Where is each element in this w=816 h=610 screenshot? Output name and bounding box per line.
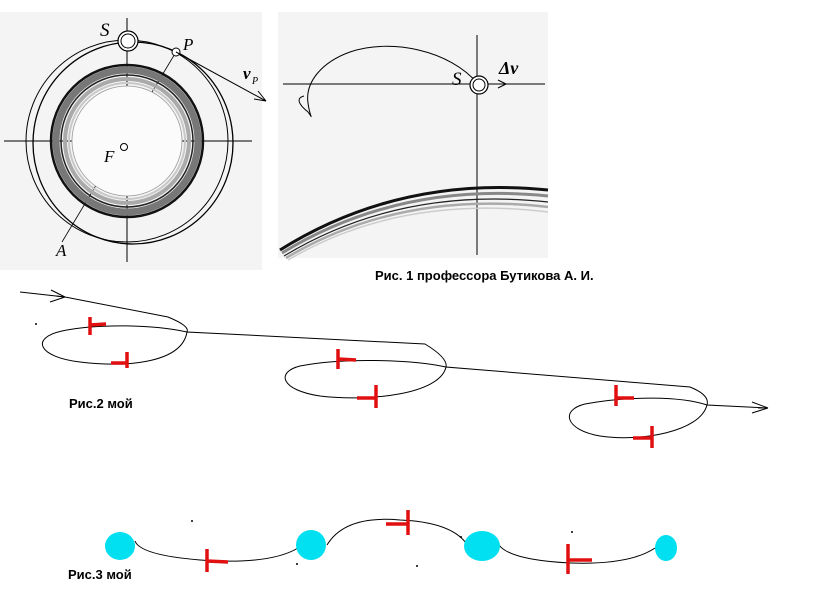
fig1-right-label-S: S [452,69,462,90]
fig2-loop-1 [41,325,188,365]
fig1-right-trajectory [298,45,479,118]
fig1-label-S: S [100,20,110,41]
fig1-right-background [278,12,548,258]
fig3-planet [464,531,500,561]
fig2-marker [633,426,654,448]
fig2-incoming-arrow [19,289,66,303]
fig3-dot [571,531,573,533]
fig3-planet [655,535,677,561]
fig2-marker [614,385,634,406]
fig2-impulse-markers [88,317,654,448]
fig2-caption: Рис.2 мой [69,396,133,411]
fig3-caption: Рис.3 мой [68,567,132,582]
fig1-left-focus-point [120,143,128,151]
fig2-outgoing-arrowhead [751,401,769,414]
fig3-arc-3 [498,544,656,564]
fig1-caption: Рис. 1 профессора Бутикова А. И. [375,268,594,283]
fig2-loop-3 [568,397,708,439]
fig3-impulse-markers [205,510,592,574]
fig3-planet [296,530,326,560]
fig1-left-central-body [49,63,205,219]
fig3-marker [566,544,592,574]
fig3-dot [460,536,462,538]
fig3-arc-2 [326,518,467,546]
fig2-trajectory-line [64,296,769,409]
fig2-loop-2 [284,359,447,399]
fig1-label-P: P [182,35,193,54]
fig2-marker [88,317,107,335]
fig3-planet [105,532,135,560]
fig3-arc-1 [134,540,299,562]
fig2-marker [111,352,129,368]
fig1-left-panel: S P v P F A [0,12,267,270]
fig3-dot [191,520,193,522]
fig3-marker [205,549,229,572]
fig1-label-F: F [103,147,115,166]
fig1-right-satellite-S [469,75,489,95]
fig2-diagram [19,289,769,448]
fig3-dot [296,563,298,565]
fig1-left-satellite-S [117,30,139,52]
fig1-label-A: A [55,241,67,260]
fig1-right-planet-surface [279,186,549,261]
fig1-right-label-delta-v: Δv [498,58,519,78]
fig2-marker [357,385,378,408]
fig2-dot [35,323,37,325]
fig3-diagram [105,510,677,574]
fig3-dot [416,565,418,567]
fig3-marker [386,510,410,535]
fig3-planets [105,530,677,561]
fig1-label-velocity-subscript: P [251,76,258,87]
fig1-left-velocity-arrow [175,51,267,102]
fig1-right-delta-v-arrow [488,79,507,89]
fig2-marker [336,349,357,369]
fig1-label-velocity: v [243,64,251,83]
fig1-right-panel: S Δv [278,12,549,261]
